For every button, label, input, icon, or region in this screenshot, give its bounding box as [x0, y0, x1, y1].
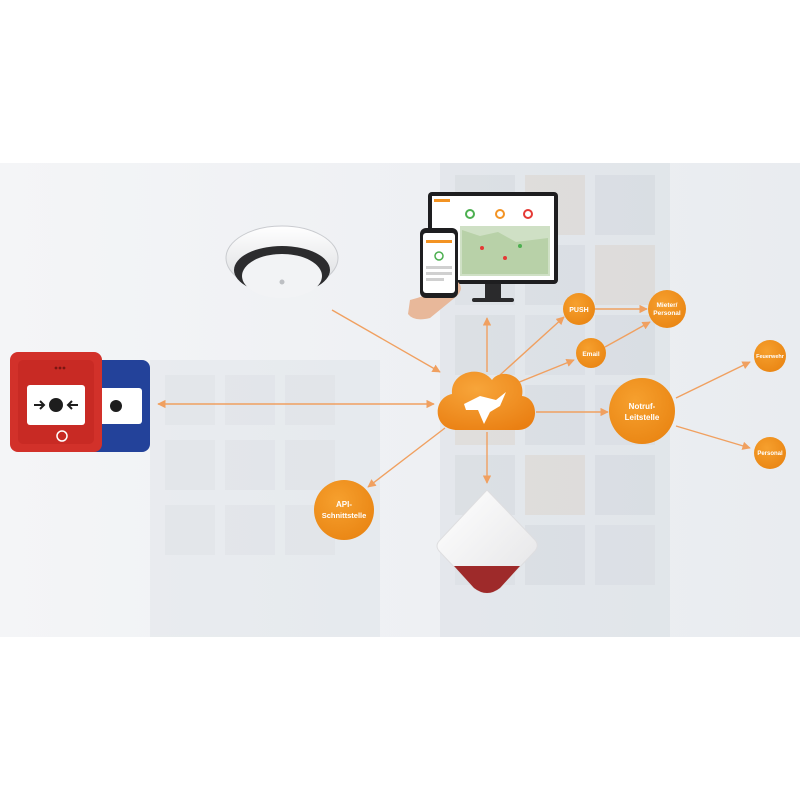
edge-cloud-push [499, 316, 565, 376]
smoke-detector-icon [225, 225, 339, 298]
node-notruf-label-line2: Leitstelle [625, 413, 660, 422]
node-personal-label: Personal [757, 451, 783, 457]
edge-email-mieter [604, 321, 651, 348]
edge-notruf-personal [675, 425, 751, 450]
node-email: Email [576, 338, 606, 368]
node-api-label-line1: API- [336, 500, 352, 509]
edge-detector-cloud [331, 309, 441, 373]
smartphone-icon [408, 228, 461, 320]
node-mieter-label-line2: Personal [653, 310, 681, 317]
node-api-label-line2: Schnittstelle [322, 511, 367, 520]
node-feuerwehr: Feuerwehr [754, 340, 786, 372]
node-api: API- Schnittstelle [314, 480, 374, 540]
node-email-label: Email [582, 351, 600, 358]
edge-cloud-email [511, 358, 575, 386]
laptop-icon [428, 192, 558, 302]
node-mieter: Mieter/ Personal [648, 290, 686, 328]
manual-call-point-icon [10, 352, 150, 452]
connectors [157, 304, 751, 488]
node-push: PUSH [563, 293, 595, 325]
node-push-label: PUSH [569, 307, 588, 314]
node-personal: Personal [754, 437, 786, 469]
node-notruf: Notruf- Leitstelle [609, 378, 675, 444]
fox-logo-icon [464, 392, 506, 424]
siren-icon [436, 489, 538, 594]
cloud-icon [437, 371, 536, 430]
edge-cloud-api [367, 427, 446, 488]
node-feuerwehr-label: Feuerwehr [756, 354, 785, 360]
edge-notruf-feuerwehr [675, 361, 751, 399]
node-notruf-label-line1: Notruf- [629, 402, 656, 411]
node-mieter-label-line1: Mieter/ [657, 302, 678, 309]
